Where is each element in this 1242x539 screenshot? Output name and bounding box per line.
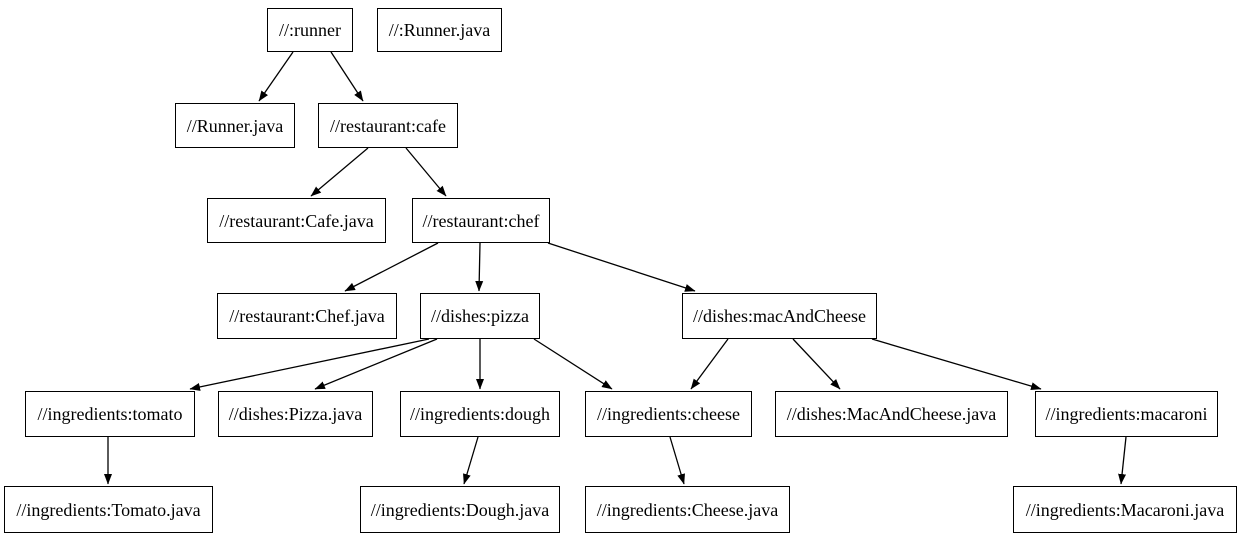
- graph-node-cafe: //restaurant:cafe: [318, 103, 458, 148]
- edge-runner-to-runner-java: [258, 51, 294, 102]
- graph-node-macaroni-java: //ingredients:Macaroni.java: [1013, 486, 1237, 533]
- graph-node-macaroni: //ingredients:macaroni: [1035, 391, 1218, 437]
- edge-chef-to-pizza: [475, 242, 484, 292]
- edge-chef-to-macandcheese: [547, 242, 696, 292]
- edge-cafe-to-cafe-java: [310, 147, 369, 197]
- edge-macandcheese-to-cheese: [690, 338, 729, 390]
- edge-pizza-to-cheese: [533, 338, 613, 390]
- graph-node-cheese: //ingredients:cheese: [585, 391, 752, 437]
- edge-cafe-to-chef: [405, 147, 447, 197]
- graph-node-dough: //ingredients:dough: [400, 391, 560, 437]
- graph-node-cafe-java: //restaurant:Cafe.java: [207, 198, 386, 243]
- edge-macaroni-to-macaroni-java: [1118, 436, 1127, 485]
- edge-dough-to-dough-java: [463, 436, 479, 485]
- graph-node-macandcheese-java: //dishes:MacAndCheese.java: [775, 391, 1008, 437]
- graph-node-dough-java: //ingredients:Dough.java: [360, 486, 560, 533]
- edge-macandcheese-to-macandcheese-java: [792, 338, 841, 390]
- graph-node-tomato-java: //ingredients:Tomato.java: [4, 486, 213, 533]
- graph-node-cheese-java: //ingredients:Cheese.java: [585, 486, 790, 533]
- graph-node-chef-java: //restaurant:Chef.java: [217, 293, 397, 339]
- graph-node-runner-java-root: //:Runner.java: [377, 8, 502, 52]
- graph-node-macandcheese: //dishes:macAndCheese: [682, 293, 877, 339]
- graph-node-tomato: //ingredients:tomato: [25, 391, 195, 437]
- edges-group: [104, 51, 1127, 485]
- graph-node-pizza-java: //dishes:Pizza.java: [218, 391, 373, 437]
- edge-pizza-to-tomato: [189, 338, 430, 391]
- edge-macandcheese-to-macaroni: [871, 338, 1042, 390]
- edge-cheese-to-cheese-java: [669, 436, 685, 485]
- graph-node-runner: //:runner: [267, 8, 353, 52]
- edge-pizza-to-pizza-java: [314, 338, 438, 390]
- graph-node-pizza: //dishes:pizza: [420, 293, 540, 339]
- edge-chef-to-chef-java: [344, 242, 439, 292]
- edge-runner-to-cafe: [330, 51, 364, 102]
- graph-node-runner-java: //Runner.java: [175, 103, 295, 148]
- graph-node-chef: //restaurant:chef: [412, 198, 550, 243]
